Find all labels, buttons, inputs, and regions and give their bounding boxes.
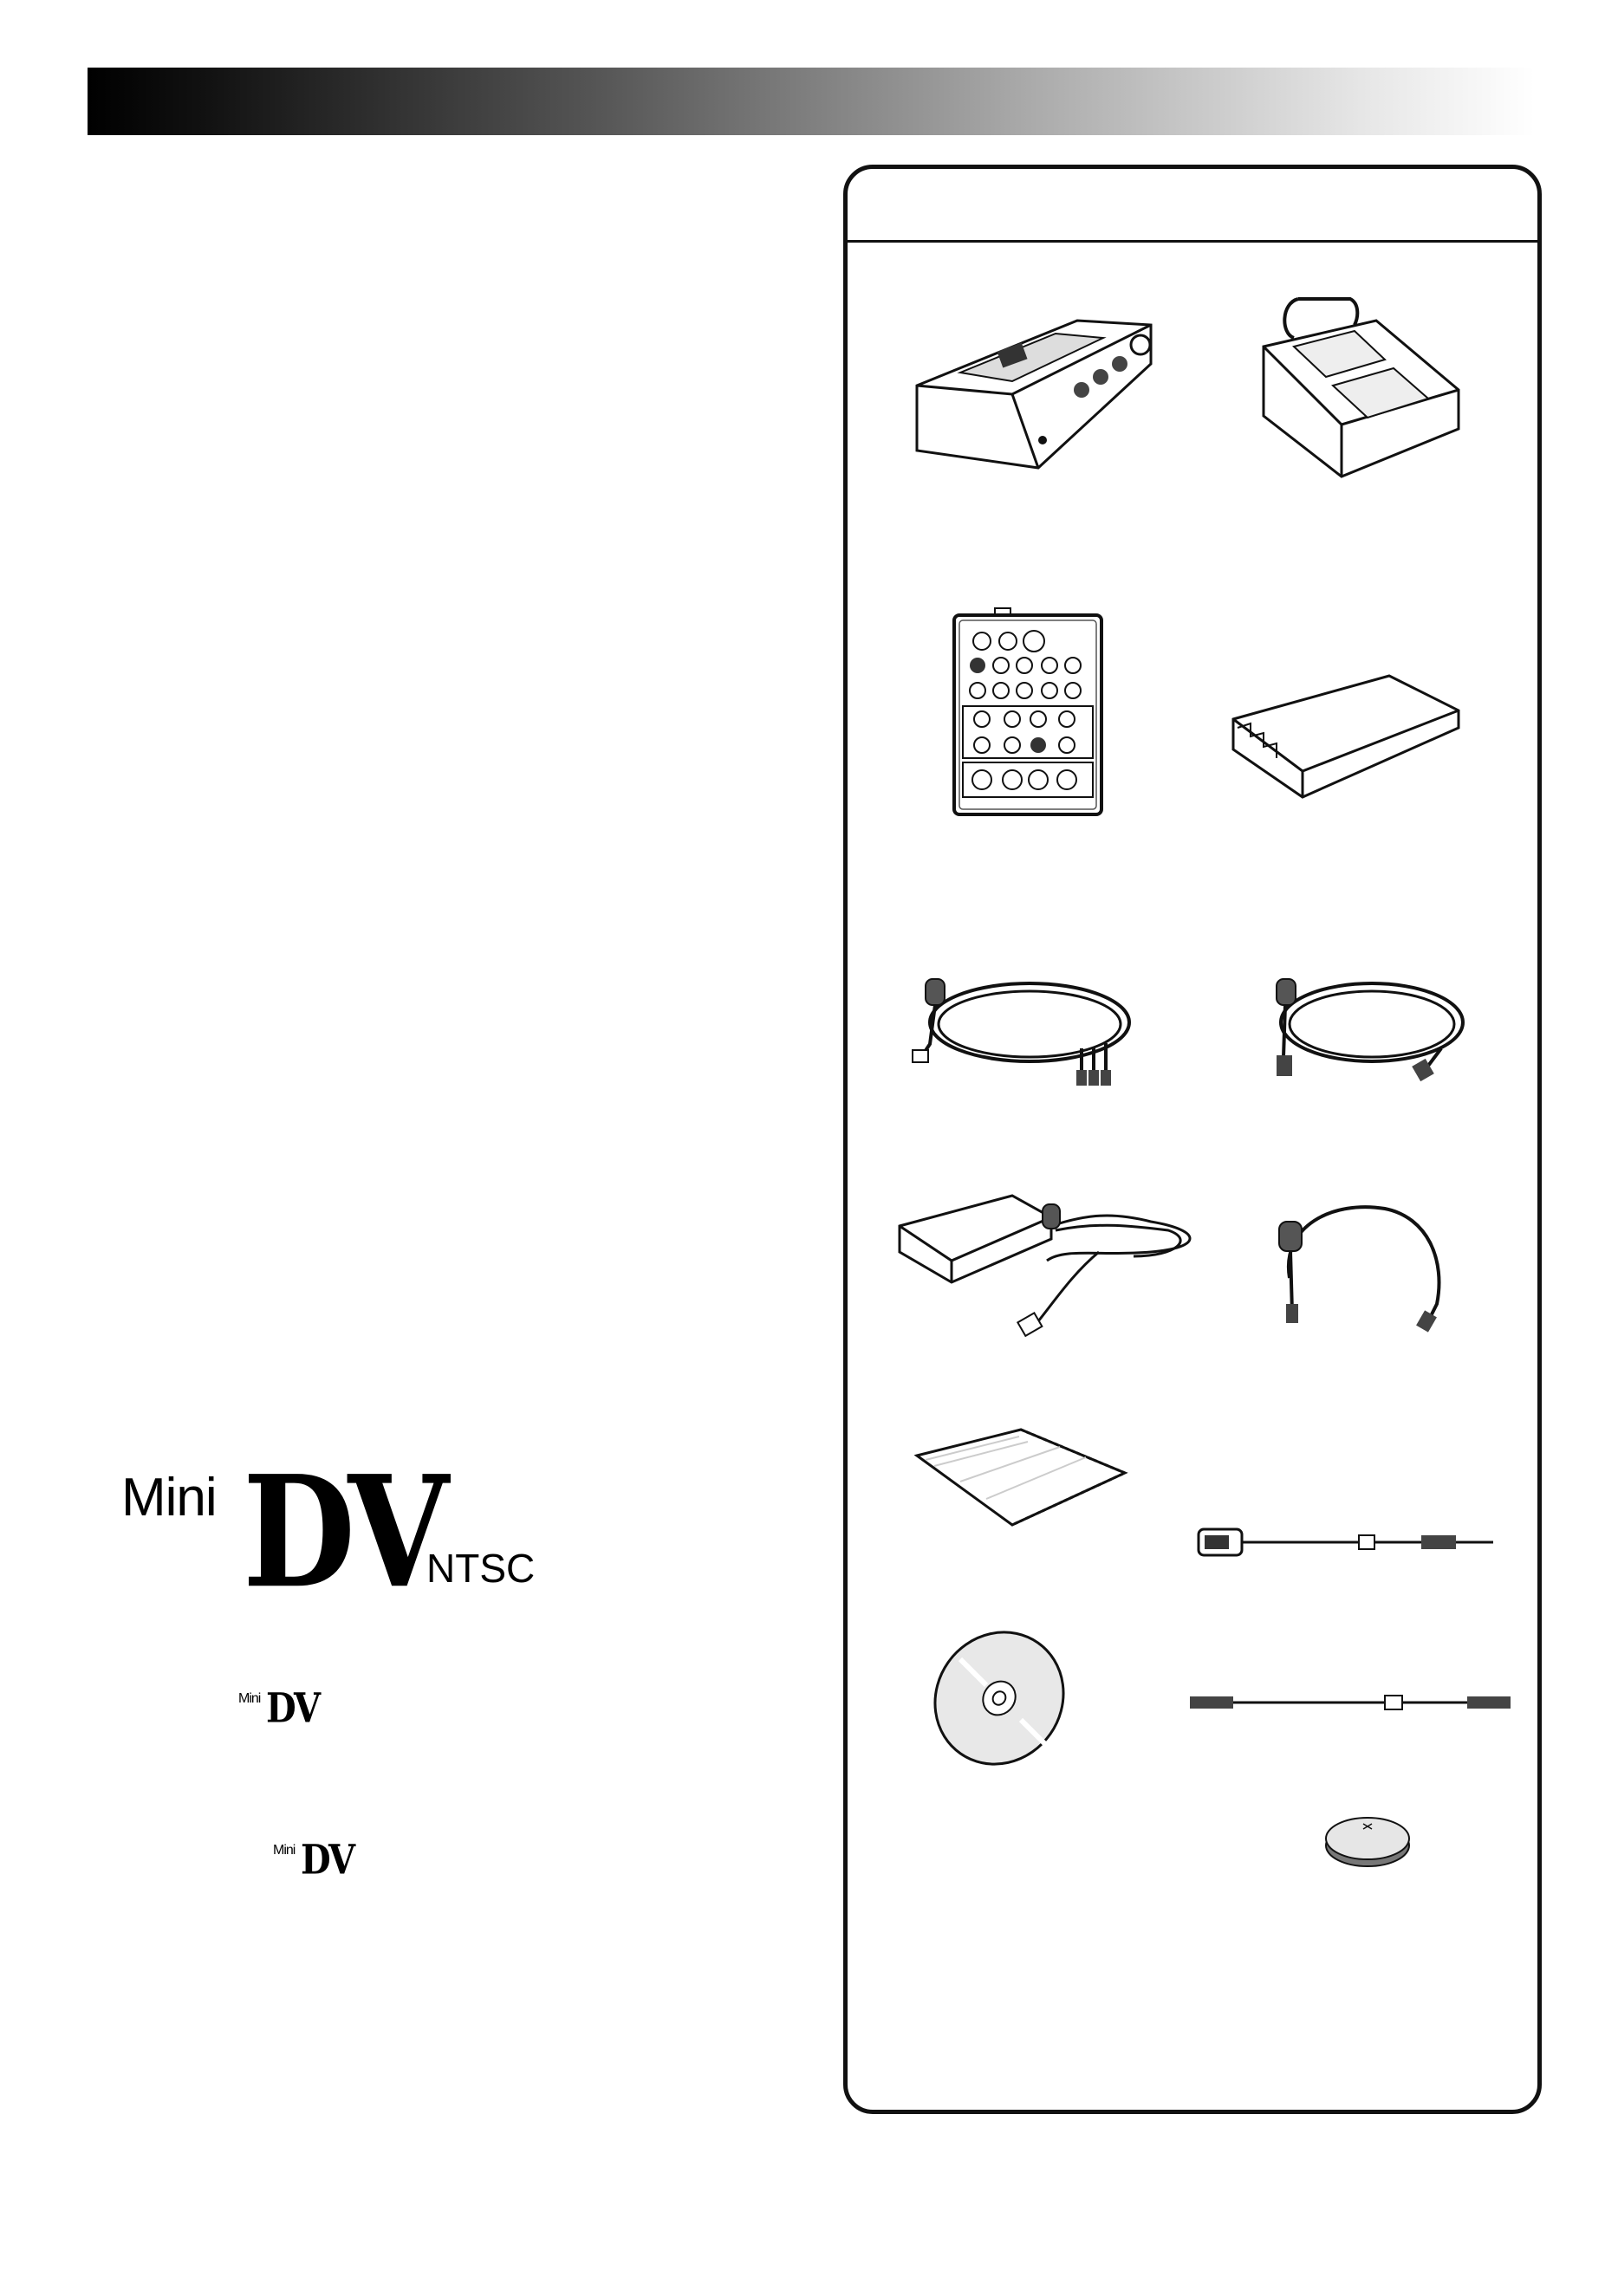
dc-cord-adapter-icon bbox=[891, 1178, 1212, 1343]
logo-ntsc-text: NTSC bbox=[426, 1546, 536, 1591]
logo-dv-text: DV bbox=[266, 1684, 321, 1733]
accessories-panel bbox=[843, 165, 1542, 2114]
logo-mini-text: Mini bbox=[273, 1843, 296, 1858]
battery-charger-icon bbox=[1246, 286, 1472, 485]
logo-mini-text: Mini bbox=[121, 1468, 218, 1527]
av-cable-icon bbox=[908, 953, 1142, 1092]
logo-mini-text: Mini bbox=[238, 1691, 261, 1706]
remote-control-icon bbox=[947, 606, 1108, 819]
minidv-ntsc-logo: Mini DV NTSC bbox=[121, 1443, 555, 1623]
panel-divider bbox=[848, 240, 1537, 243]
docking-station-icon bbox=[908, 286, 1168, 485]
logo-dv-text: DV bbox=[301, 1836, 355, 1884]
battery-pack-icon bbox=[1225, 667, 1467, 806]
power-cord-icon bbox=[1264, 1191, 1454, 1339]
editing-cable-icon bbox=[1186, 1681, 1515, 1724]
cleaning-cloth-icon bbox=[908, 1412, 1134, 1542]
lithium-battery-icon bbox=[1320, 1806, 1415, 1876]
s-video-cable-icon bbox=[1259, 953, 1476, 1092]
header-bar bbox=[88, 68, 1535, 135]
minidv-logo-small: Mini DV bbox=[238, 1684, 334, 1733]
logo-dv-text: DV bbox=[243, 1443, 449, 1623]
pc-connection-cable-icon bbox=[1194, 1516, 1498, 1568]
minidv-logo-small: Mini DV bbox=[273, 1836, 368, 1884]
cd-rom-icon bbox=[926, 1625, 1073, 1772]
